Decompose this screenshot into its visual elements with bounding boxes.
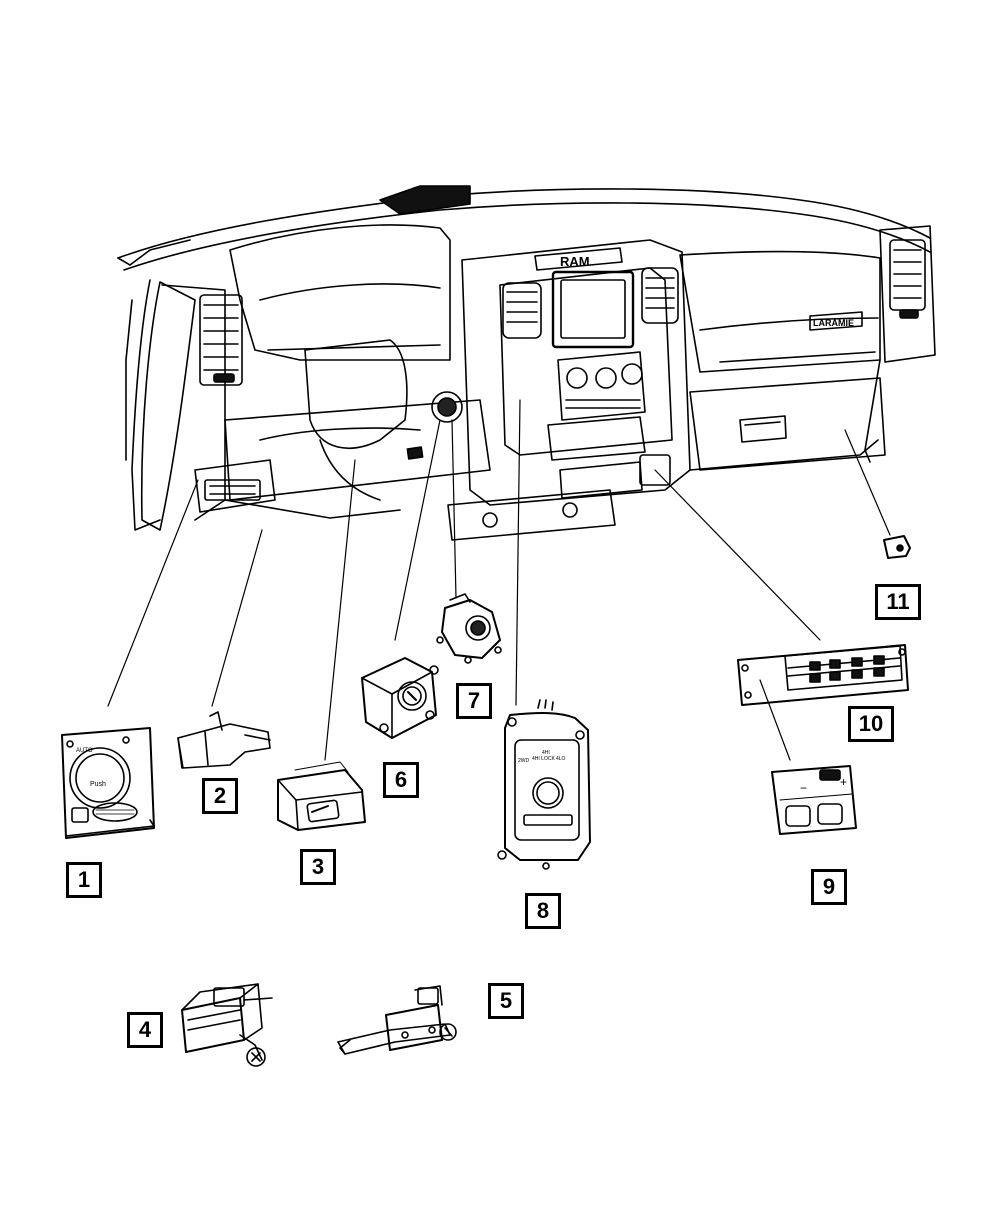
svg-text:+: + [840,775,847,789]
callout-3: 3 [300,849,336,885]
leader-lines [107,399,891,761]
callout-9: 9 [811,869,847,905]
callout-4: 4 [127,1012,163,1048]
transfer-4hi-label: 4HI [542,750,550,756]
callout-10: 10 [848,706,894,742]
switch-5-part [337,985,457,1055]
switch-4-part [181,983,273,1067]
callout-11: 11 [875,584,921,620]
switch-3-part [277,761,366,831]
switch-panel-10-part [737,644,909,706]
cap-11-part [883,535,911,559]
svg-text:−: − [800,781,807,795]
instrument-panel: RAM LARAMIE [117,185,936,541]
headlamp-push-label: Push [90,781,106,788]
callout-6: 6 [383,762,419,798]
callout-8: 8 [525,893,561,929]
transfer-case-switch-part: 2WD 4HI LOCK 4LO 4HI [497,699,591,870]
callout-2: 2 [202,778,238,814]
transfer-4lo-label: 4LO [556,756,566,762]
connector-part [177,711,271,769]
transfer-4hi-lock-label: 4HI LOCK [532,756,555,762]
headlamp-auto-label: AUTO [76,748,93,754]
callout-5: 5 [488,983,524,1019]
nameplate-text: LARAMIE [813,318,854,328]
transfer-2wd-label: 2WD [518,758,530,764]
ignition-housing-part [436,593,502,664]
callout-1: 1 [66,862,102,898]
headlamp-switch-part: Push AUTO [61,727,155,839]
brand-mark: RAM [560,254,590,269]
callout-7: 7 [456,683,492,719]
switch-bank-9-part: − + [771,765,857,835]
ignition-switch-part [361,657,439,739]
